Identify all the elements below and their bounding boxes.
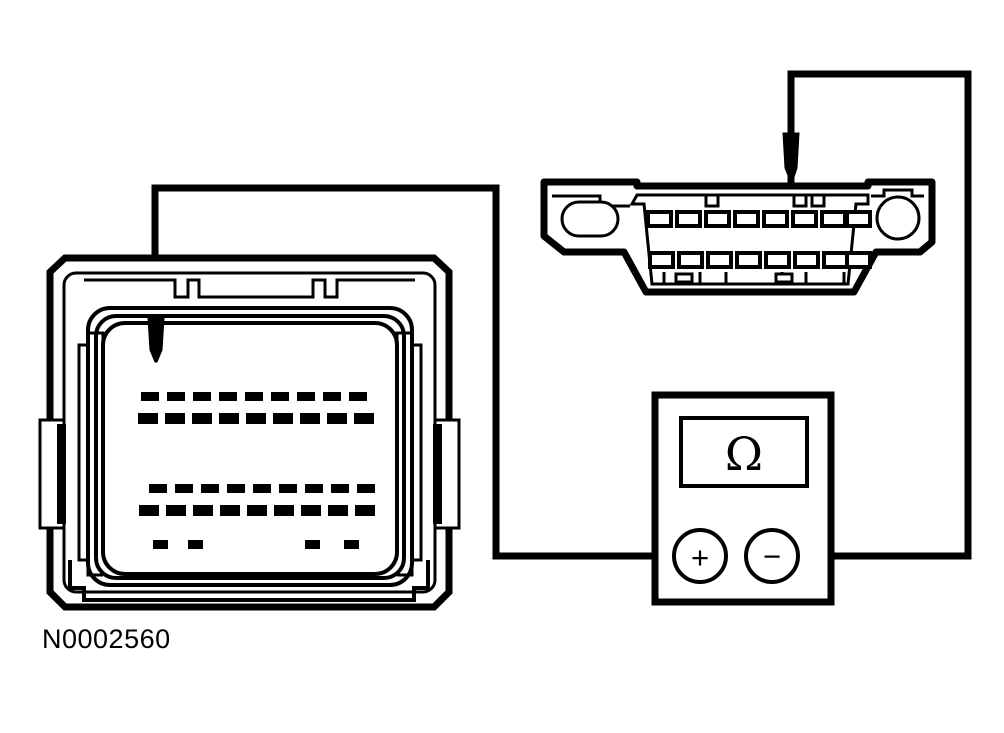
pcm-pin-row-3 <box>149 484 375 493</box>
pcm-right-latch-bar <box>433 424 442 524</box>
pcm-pin-row-5 <box>153 540 359 549</box>
dlc-left-mount-hole <box>560 200 620 238</box>
dlc-right-ear-relief <box>871 188 924 198</box>
dlc-pin-row-1 <box>646 210 872 228</box>
pcm-left-latch-bar <box>57 424 66 524</box>
multimeter-negative-terminal[interactable] <box>744 528 800 584</box>
dlc-top-key-slots <box>704 195 826 208</box>
multimeter-positive-terminal[interactable] <box>672 528 728 584</box>
pcm-pin-row-1 <box>141 392 367 401</box>
pcm-inner-step-left <box>77 331 105 577</box>
pcm-pin-row-2 <box>138 413 374 424</box>
dlc-center-face <box>629 193 870 286</box>
dlc-right-mount-hole <box>875 195 921 241</box>
figure-id-label: N0002560 <box>42 624 171 654</box>
multimeter-negative-label: − <box>763 539 781 574</box>
multimeter-display-symbol: Ω <box>725 427 763 481</box>
pcm-shell-inner-outline <box>62 271 437 594</box>
multimeter-display <box>679 416 809 488</box>
data-link-connector[interactable] <box>540 132 936 296</box>
negative-test-probe-icon <box>782 132 800 181</box>
multimeter-positive-label: + <box>691 540 709 575</box>
pcm-pin-row-4 <box>139 505 375 516</box>
dlc-bottom-key-slots <box>662 272 846 284</box>
pcm-top-notch-band <box>84 278 415 299</box>
multimeter[interactable]: Ω + − <box>651 391 835 606</box>
pcm-bottom-ledge <box>68 560 430 602</box>
pcm-pin-row-1-extra <box>141 392 159 401</box>
wire-negative-lead <box>787 70 972 560</box>
pcm-inner-cavity <box>101 321 399 576</box>
pcm-connector[interactable] <box>38 254 461 611</box>
pcm-inner-step-right <box>395 331 423 577</box>
pcm-inner-frame-2 <box>94 314 406 580</box>
dlc-pin-row-2 <box>648 251 872 269</box>
positive-test-probe-icon <box>147 317 165 363</box>
